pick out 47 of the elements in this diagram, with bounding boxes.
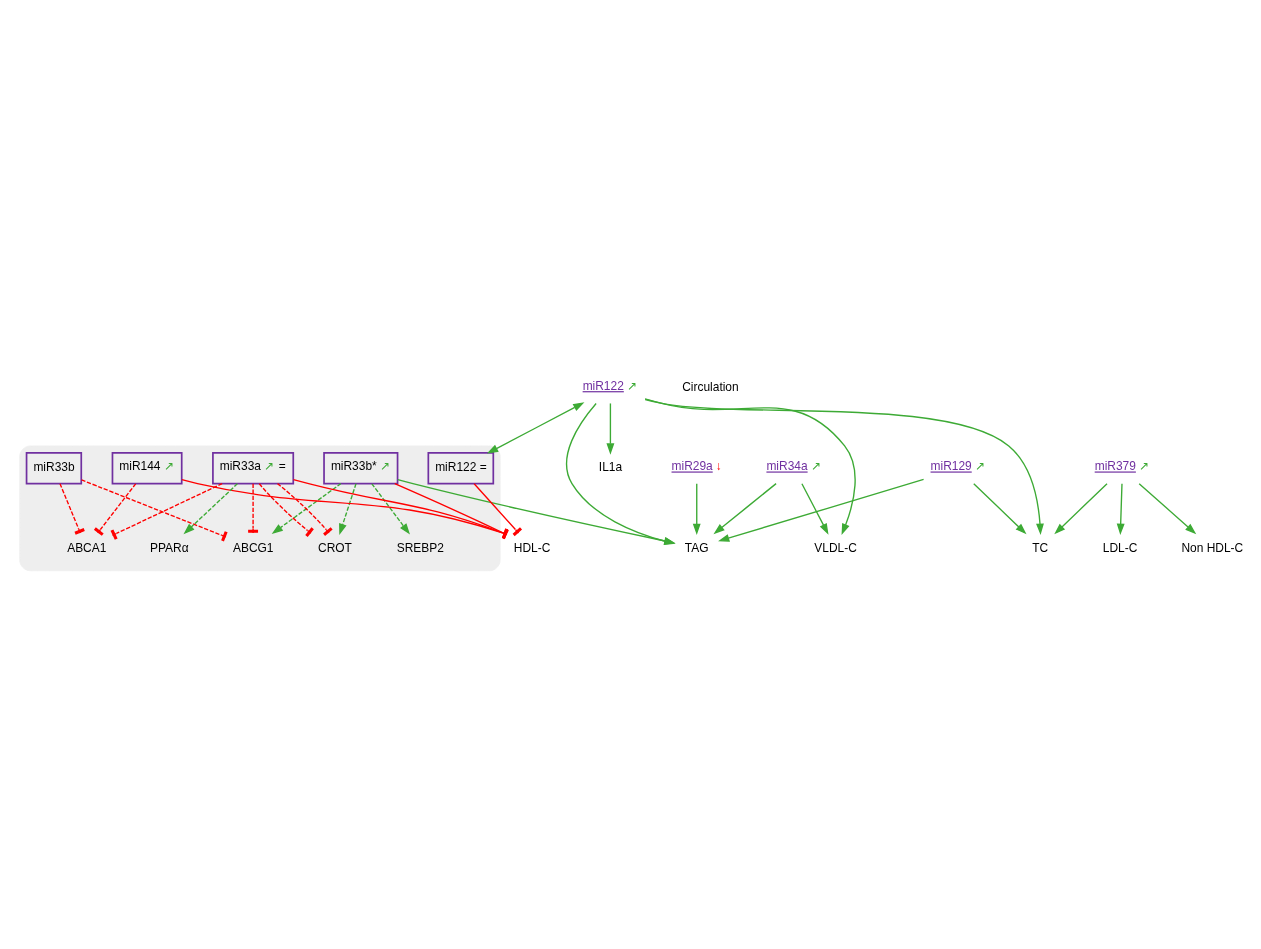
node-text: miR129 ↗ [930, 458, 985, 473]
node-text: HDL-C [513, 540, 551, 555]
arrow [713, 482, 777, 534]
arrow [606, 402, 615, 455]
node-box: miR33a ↗ = [212, 451, 295, 484]
node-text: Non HDL-C [1181, 540, 1244, 555]
node-text: miR379 ↗ [1094, 458, 1150, 473]
arrow [1116, 482, 1125, 535]
connector [394, 482, 509, 539]
connector [276, 482, 333, 536]
arrow [397, 478, 676, 545]
arrow [1054, 482, 1108, 534]
arrow [1138, 482, 1197, 534]
node-box: miR33b [25, 451, 83, 484]
arrow [339, 482, 357, 535]
node-text: LDL-C [1102, 540, 1138, 555]
node-box: miR33b* ↗ [323, 451, 399, 484]
node-box: miR122 = [427, 451, 495, 484]
node-text: miR29a ↓ [671, 458, 722, 473]
node-text: ABCG1 [233, 540, 274, 555]
connector [59, 482, 85, 535]
arrow [801, 482, 829, 535]
node-text: SREBP2 [396, 540, 444, 555]
arrow [692, 482, 701, 535]
node-text: VLDL-C [814, 540, 857, 555]
node-text: TC [1032, 540, 1049, 555]
arrow [486, 401, 585, 454]
node-box: miR144 ↗ [111, 451, 183, 484]
node-text: ABCA1 [67, 540, 107, 555]
node-text: miR34a ↗ [766, 458, 821, 473]
arrow [644, 398, 1044, 535]
connector [258, 482, 314, 537]
arrow [644, 397, 856, 535]
connector [473, 482, 523, 536]
arrow [183, 482, 238, 534]
arrow [973, 482, 1027, 534]
arrow [565, 402, 676, 545]
connector [292, 478, 509, 539]
arrow [271, 482, 342, 534]
arrow [718, 478, 925, 542]
node-text: TAG [684, 540, 709, 555]
node-text: IL1a [598, 459, 623, 474]
label: Circulation [682, 379, 739, 394]
node-text: miR122 ↗ [582, 378, 638, 393]
node-text: PPARα [150, 540, 189, 555]
arrow [371, 482, 410, 535]
node-text: CROT [318, 540, 352, 555]
